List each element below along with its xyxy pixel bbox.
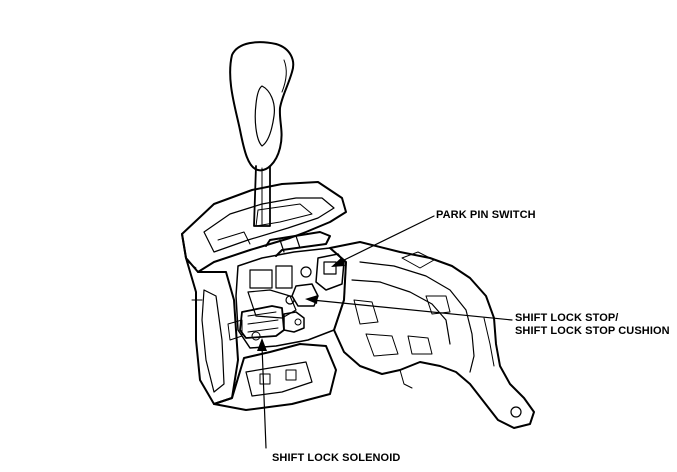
- arrow-park-pin-switch: [331, 257, 345, 267]
- right-bracket: [329, 241, 535, 429]
- label-shift-lock-stop-line1: SHIFT LOCK STOP/: [515, 312, 619, 324]
- leader-shift-lock-stop: [311, 299, 513, 321]
- label-shift-lock-stop-line2: SHIFT LOCK STOP CUSHION: [515, 325, 670, 337]
- label-park-pin-switch: PARK PIN SWITCH: [436, 209, 536, 221]
- leader-shift-lock-solenoid: [261, 345, 267, 449]
- leader-lines: [257, 215, 513, 449]
- shift-knob: [229, 41, 295, 172]
- arrow-shift-lock-solenoid: [257, 338, 267, 351]
- leader-park-pin-switch: [335, 215, 435, 265]
- internal-mechanism: [227, 231, 347, 349]
- shifter-housing: [181, 181, 347, 411]
- label-shift-lock-solenoid: SHIFT LOCK SOLENOID: [272, 452, 401, 464]
- arrow-shift-lock-stop: [305, 295, 318, 304]
- shift-lever-rod: [253, 165, 271, 227]
